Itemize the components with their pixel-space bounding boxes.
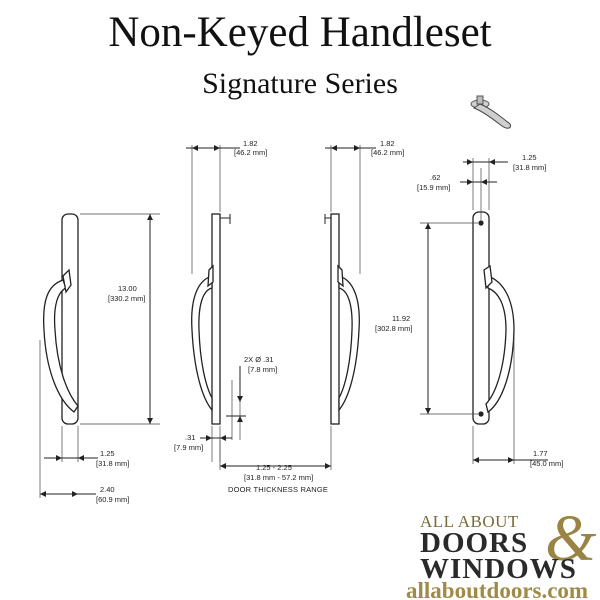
- door-thickness-caption: DOOR THICKNESS RANGE: [228, 485, 328, 494]
- height-mm-label: [330.2 mm]: [108, 294, 146, 303]
- overall-depth-label: 2.40: [100, 485, 115, 494]
- height-label: 13.00: [118, 284, 137, 293]
- side-view-left: 13.00 [330.2 mm] 1.25 [31.8 mm] 2.40 [60…: [39, 213, 160, 504]
- handle-thumbnail-icon: [470, 95, 511, 129]
- logo-url: allaboutdoors.com: [406, 578, 588, 600]
- handle-grip-b: [338, 275, 360, 412]
- width-a-mm-label: [31.8 mm]: [96, 459, 129, 468]
- page-title: Non-Keyed Handleset: [108, 9, 492, 56]
- mounting-plate-a: [211, 213, 221, 425]
- escutcheon-plate-front: [472, 211, 490, 425]
- hole-dia-mm-label: [7.8 mm]: [248, 365, 277, 374]
- brand-logo: ALL ABOUT DOORS & WINDOWS allaboutdoors.…: [406, 502, 597, 600]
- handle-grip-a: [191, 275, 213, 412]
- width-a-label: 1.25: [100, 449, 115, 458]
- hole-spacing-label: 11.92: [392, 314, 410, 323]
- plate-thk-label: .31: [185, 433, 195, 442]
- section-view-b: 1.82 [46.2 mm]: [324, 139, 404, 425]
- width-b-mm-label: [31.8 mm]: [513, 163, 546, 172]
- hole-dia-label: 2X Ø .31: [244, 355, 274, 364]
- overall-depth-mm-label: [60.9 mm]: [96, 495, 129, 504]
- handle-grip: [42, 279, 79, 413]
- logo-line2: DOORS: [420, 527, 528, 559]
- logo-line1: ALL ABOUT: [420, 512, 519, 531]
- door-range-mm-label: [31.8 mm - 57.2 mm]: [244, 473, 313, 482]
- width-b-label: 1.25: [522, 153, 537, 162]
- offset-mm-label: [15.9 mm]: [417, 183, 450, 192]
- mounting-plate-b: [330, 213, 340, 425]
- handle-proj-label: 1.77: [533, 449, 548, 458]
- plate-thk-mm-label: [7.9 mm]: [174, 443, 203, 452]
- front-view-right: .62 [15.9 mm] 1.25 [31.8 mm] 11.92 [302.…: [375, 153, 563, 468]
- handle-proj-mm-label: [45.0 mm]: [530, 459, 563, 468]
- depth-b-label: 1.82: [380, 139, 395, 148]
- depth-a-label: 1.82: [243, 139, 258, 148]
- page-subtitle: Signature Series: [202, 67, 398, 100]
- section-view-a: 1.82 [46.2 mm] 2X Ø .31 [7.8 mm] .31 [7.…: [174, 139, 332, 494]
- depth-a-mm-label: [46.2 mm]: [234, 148, 267, 157]
- handle-grip-front: [485, 275, 515, 414]
- offset-label: .62: [430, 173, 440, 182]
- door-range-label: 1.25 - 2.25: [256, 463, 292, 472]
- depth-b-mm-label: [46.2 mm]: [371, 148, 404, 157]
- handle-hinge: [62, 268, 72, 294]
- logo-line3: WINDOWS: [420, 553, 577, 585]
- escutcheon-plate: [61, 213, 79, 425]
- hole-spacing-mm-label: [302.8 mm]: [375, 324, 413, 333]
- logo-ampersand: &: [545, 502, 597, 575]
